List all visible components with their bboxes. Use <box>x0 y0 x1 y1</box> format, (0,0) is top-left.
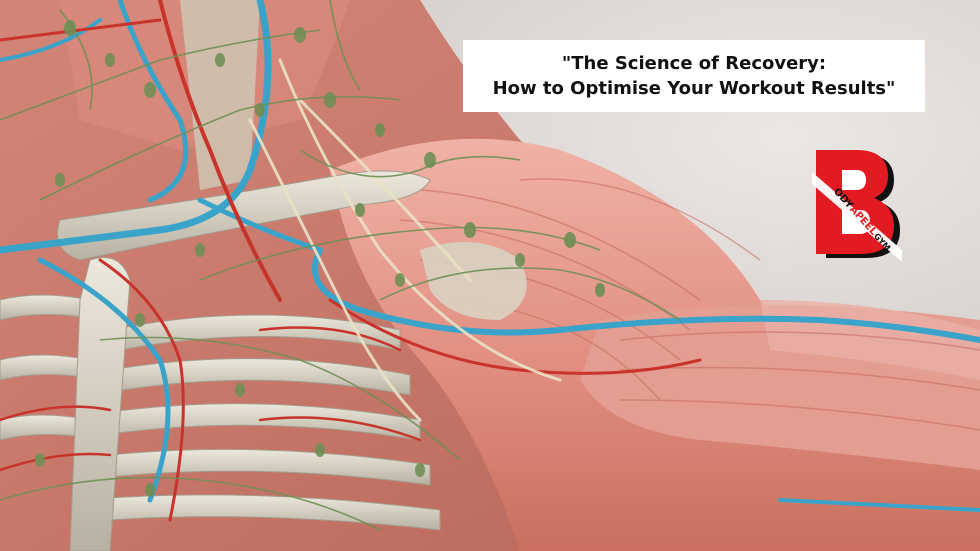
article-title-box: "The Science of Recovery: How to Optimis… <box>463 40 925 112</box>
title-line-1: "The Science of Recovery: <box>561 53 827 74</box>
bodyapeel-gym-logo: ODY APEEL GYM <box>812 150 902 262</box>
title-line-2: How to Optimise Your Workout Results" <box>492 78 896 99</box>
